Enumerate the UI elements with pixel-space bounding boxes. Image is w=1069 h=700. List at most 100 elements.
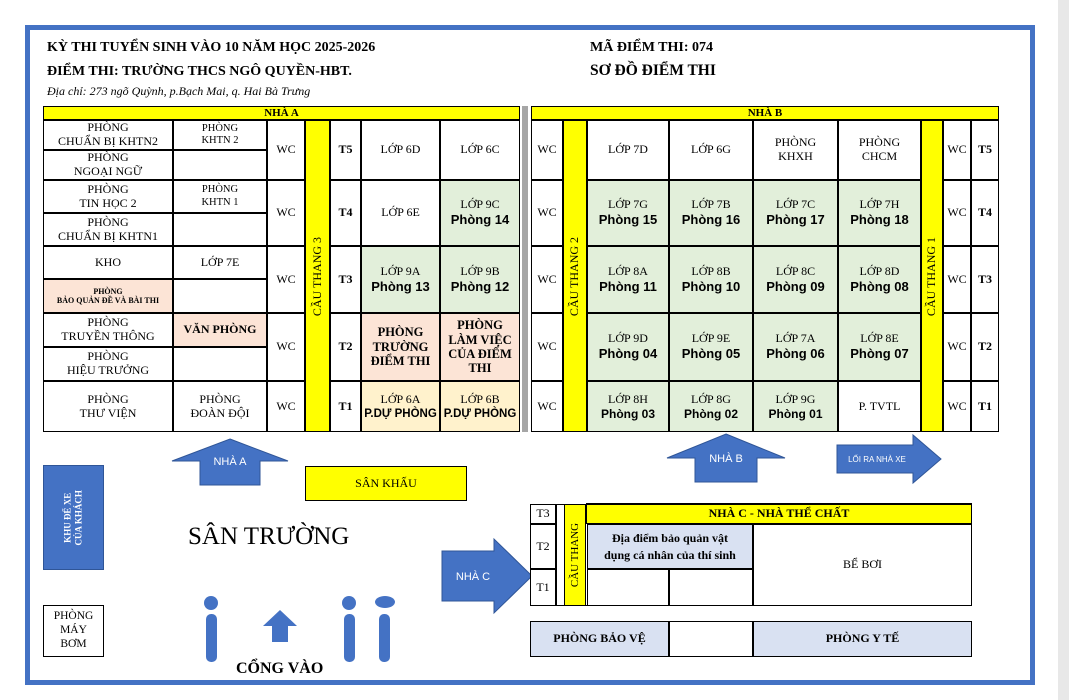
room-van-phong: VĂN PHÒNG bbox=[173, 313, 267, 347]
room-hieu-truong: PHÒNG HIỆU TRƯỞNG bbox=[43, 347, 173, 381]
wc-b-right-t4: WC bbox=[943, 180, 971, 246]
exam-venue: ĐIỂM THI: TRƯỜNG THCS NGÔ QUYỀN-HBT. bbox=[47, 64, 352, 79]
room-class: LỚP 8D bbox=[859, 263, 900, 278]
room-number: P.DỰ PHÒNG bbox=[443, 407, 517, 420]
floor-a-t5: T5 bbox=[330, 120, 361, 180]
room-number: Phòng 03 bbox=[600, 406, 655, 421]
guard-room: PHÒNG BẢO VỆ bbox=[530, 621, 669, 657]
floor-c-t2: T2 bbox=[530, 524, 556, 569]
room-class: LỚP 8H bbox=[608, 391, 648, 406]
wc-b-right-t3: WC bbox=[943, 246, 971, 313]
stair-2-label: CẦU THANG 2 bbox=[567, 236, 582, 316]
room-class: LỚP 8A bbox=[608, 263, 648, 278]
map-title: SƠ ĐỒ ĐIỂM THI bbox=[590, 62, 716, 79]
room-class: LỚP 9B bbox=[460, 263, 500, 278]
wc-b-right-t1: WC bbox=[943, 381, 971, 432]
room-class: LỚP 9E bbox=[691, 331, 731, 346]
room-class: LỚP 9C bbox=[460, 197, 500, 212]
stair-3: CẦU THANG 3 bbox=[305, 120, 330, 432]
room-kho: KHO bbox=[43, 246, 173, 279]
wc-a-t4: WC bbox=[267, 180, 305, 246]
personal-storage: Địa điểm bảo quản vật dụng cá nhân của t… bbox=[587, 524, 753, 569]
stair-1-label: CẦU THANG 1 bbox=[924, 236, 939, 316]
wc-b-left-t1: WC bbox=[531, 381, 563, 432]
room-class: LỚP 8B bbox=[691, 263, 731, 278]
room-class: LỚP 7A bbox=[775, 331, 816, 346]
floor-c-t3: T3 bbox=[530, 504, 556, 524]
gate-pillar-top-left bbox=[204, 596, 218, 610]
wc-a-t3: WC bbox=[267, 246, 305, 313]
room-class: LỚP 7C bbox=[775, 197, 816, 212]
floor-a-t2: T2 bbox=[330, 313, 361, 381]
medical-room: PHÒNG Y TẾ bbox=[753, 621, 972, 657]
room-lam-viec-diem-thi: PHÒNG LÀM VIỆC CỦA ĐIỂM THI bbox=[440, 313, 520, 381]
map-frame bbox=[25, 25, 1035, 685]
floor-b-t4: T4 bbox=[971, 180, 999, 246]
wc-b-left-t2: WC bbox=[531, 313, 563, 381]
room-number: P.DỰ PHÒNG bbox=[364, 407, 437, 420]
room-number: Phòng 18 bbox=[850, 212, 909, 228]
room-class: LỚP 8E bbox=[860, 331, 899, 346]
room-class: LỚP 8G bbox=[691, 391, 731, 406]
arrow-nha-a-shape bbox=[171, 438, 289, 486]
arrow-nha-a-label: NHÀ A bbox=[213, 455, 247, 468]
exam-title: KỲ THI TUYỂN SINH VÀO 10 NĂM HỌC 2025-20… bbox=[47, 40, 376, 55]
arrow-nha-c-label: NHÀ C bbox=[456, 570, 490, 583]
arrow-nha-c: NHÀ C bbox=[441, 537, 533, 615]
room-thu-vien: PHÒNG THƯ VIỆN bbox=[43, 381, 173, 432]
room-number: Phòng 07 bbox=[850, 346, 909, 362]
guest-parking: KHU ĐỂ XE CỦA KHÁCH bbox=[43, 465, 104, 570]
arrow-nha-b-label: NHÀ B bbox=[709, 452, 743, 465]
exam-code: MÃ ĐIỂM THI: 074 bbox=[590, 40, 714, 55]
nha-a-title: NHÀ A bbox=[43, 106, 520, 120]
wc-b-right-t2: WC bbox=[943, 313, 971, 381]
room-number: Phòng 12 bbox=[450, 278, 510, 294]
arrow-loi-ra-label: LỐI RA NHÀ XE bbox=[848, 454, 906, 464]
arrow-nha-b: NHÀ B bbox=[666, 433, 786, 483]
gate-arrow-icon bbox=[263, 610, 297, 642]
room-khtn-2: PHÒNG KHTN 2 bbox=[173, 120, 267, 150]
room-lop-6c: LỚP 6C bbox=[440, 120, 520, 180]
floor-a-t3: T3 bbox=[330, 246, 361, 313]
gate-pillar-left bbox=[206, 614, 217, 662]
room-number: Phòng 05 bbox=[681, 346, 741, 362]
scrollbar[interactable] bbox=[1058, 0, 1069, 700]
room-number: Phòng 15 bbox=[598, 212, 658, 228]
empty-cell bbox=[173, 150, 267, 180]
room-p-tvtl: P. TVTL bbox=[838, 381, 921, 432]
empty-cell bbox=[587, 569, 669, 606]
nha-b-title: NHÀ B bbox=[531, 106, 999, 120]
pump-room: PHÒNG MÁY BƠM bbox=[43, 605, 104, 657]
arrow-loi-ra-shape bbox=[836, 433, 942, 485]
room-class: LỚP 9G bbox=[775, 391, 816, 406]
arrow-loi-ra: LỐI RA NHÀ XE bbox=[836, 433, 942, 485]
wc-a-t5: WC bbox=[267, 120, 305, 180]
gate bbox=[204, 596, 395, 662]
room-class: LỚP 7H bbox=[859, 197, 900, 212]
room-class: LỚP 6A bbox=[380, 391, 421, 406]
room-lop-6d: LỚP 6D bbox=[361, 120, 440, 180]
schoolyard-label: SÂN TRƯỜNG bbox=[188, 523, 350, 550]
swimming-pool: BỂ BƠI bbox=[753, 524, 972, 606]
room-number: Phòng 09 bbox=[766, 278, 825, 294]
room-class: LỚP 6B bbox=[460, 391, 500, 406]
room-number: Phòng 11 bbox=[599, 278, 657, 294]
room-number: Phòng 02 bbox=[683, 406, 738, 421]
room-class: LỚP 7B bbox=[691, 197, 731, 212]
arrow-nha-b-shape bbox=[666, 433, 786, 483]
gate-pillar-top-mid bbox=[342, 596, 356, 610]
room-number: Phòng 04 bbox=[598, 346, 658, 362]
gate-pillar-top-right bbox=[375, 596, 395, 608]
